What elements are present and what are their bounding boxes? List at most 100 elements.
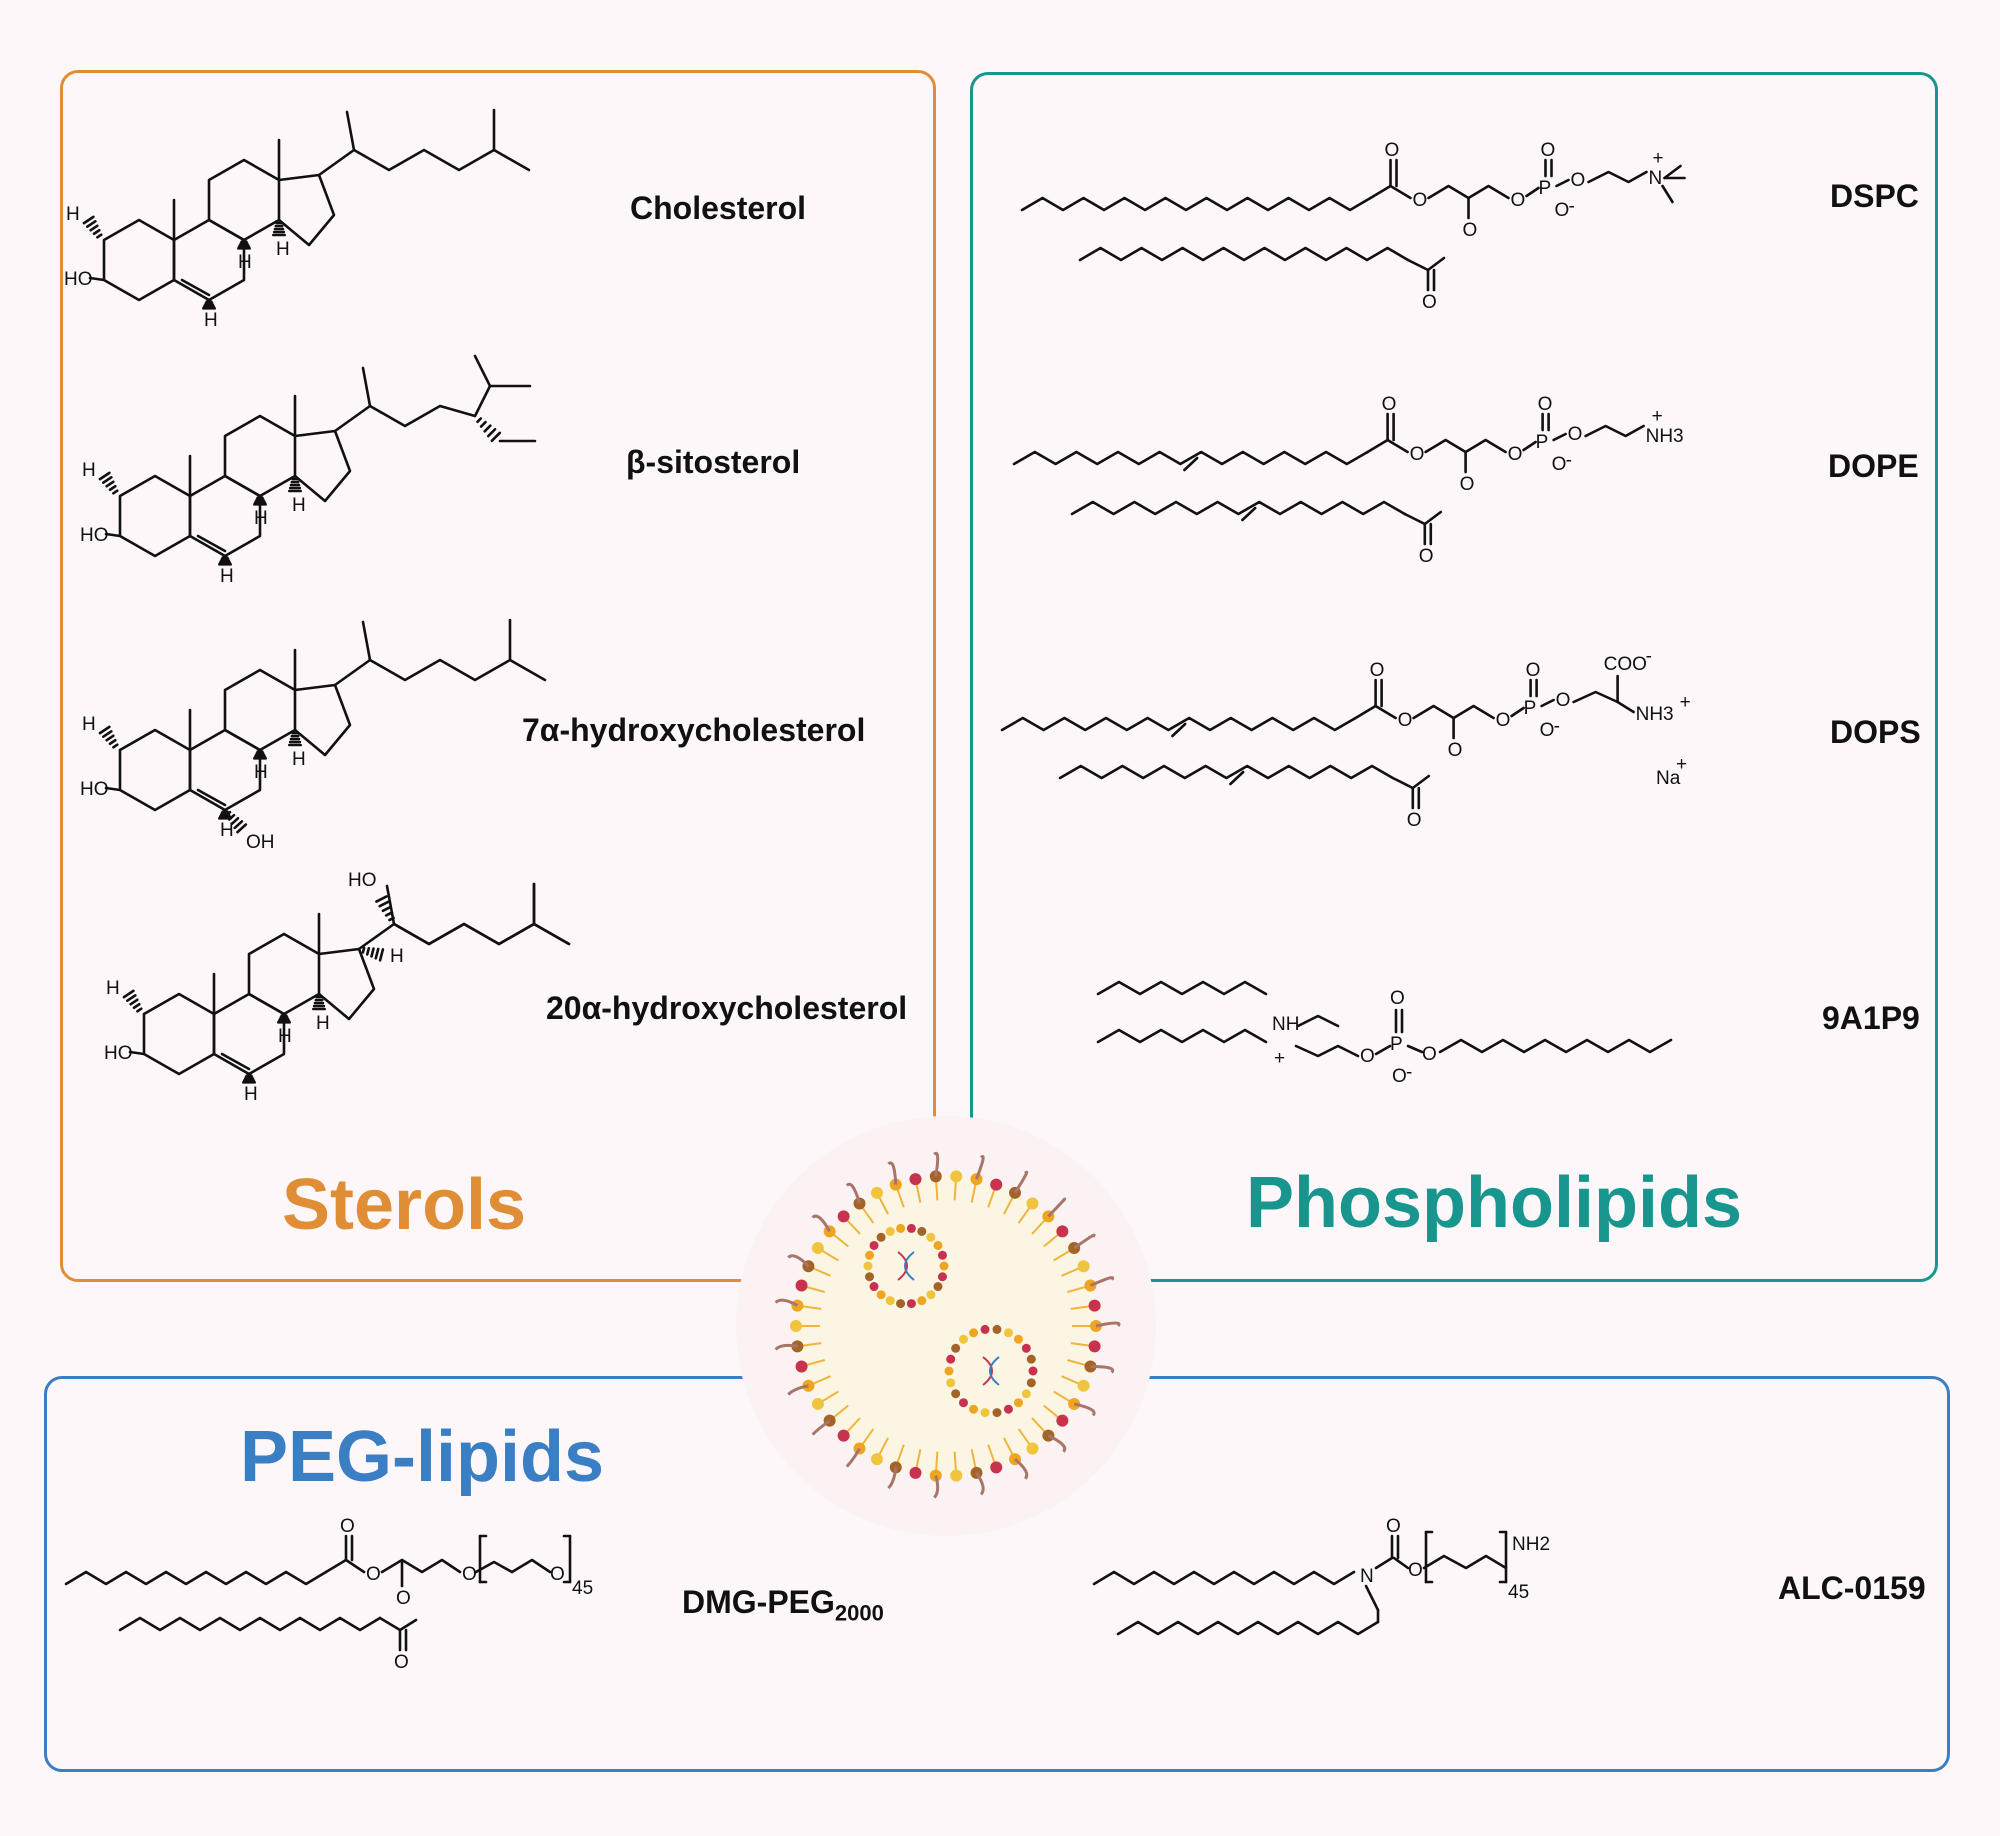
lipid-head xyxy=(1088,1340,1101,1353)
atom-label: O xyxy=(1526,660,1541,681)
peg-chain xyxy=(1090,1364,1115,1374)
atom-label: O xyxy=(1413,190,1428,211)
bond xyxy=(378,900,390,908)
peg-chain xyxy=(1047,1197,1067,1218)
inner-lipid-head xyxy=(937,1250,947,1260)
atom-label: H xyxy=(106,978,120,999)
lipid-head xyxy=(837,1429,850,1442)
bond-chain xyxy=(188,728,262,812)
bond-chain xyxy=(1294,1044,1360,1058)
bond-chain xyxy=(1427,184,1510,200)
atom-label: O xyxy=(1568,424,1583,445)
atom-label: H xyxy=(254,508,268,529)
atom-label: - xyxy=(1646,646,1652,667)
phospholipids-title: Phospholipids xyxy=(1246,1163,1742,1243)
bond xyxy=(112,743,119,749)
bond xyxy=(333,658,372,687)
inner-lipid-head xyxy=(1003,1404,1013,1414)
bond xyxy=(370,947,375,958)
atom-label: H xyxy=(66,204,80,225)
atom-label: 45 xyxy=(572,1578,593,1599)
lipid-head xyxy=(1026,1197,1039,1210)
atom-label: O xyxy=(1448,740,1463,761)
inner-lipid-head xyxy=(869,1282,879,1292)
inner-lipid-head xyxy=(906,1299,916,1309)
inner-lipid-head xyxy=(944,1366,954,1376)
bond xyxy=(196,534,227,553)
bond xyxy=(375,895,388,903)
bond xyxy=(361,366,372,408)
atom-label: O xyxy=(1370,660,1385,681)
bond xyxy=(384,911,394,917)
cholesterol-label: Cholesterol xyxy=(630,190,807,226)
atom-label: O xyxy=(550,1564,565,1585)
atom-label: O xyxy=(1541,140,1556,161)
peg-chain xyxy=(1014,1458,1029,1480)
inner-lipid-head xyxy=(926,1232,936,1242)
bond xyxy=(476,417,483,424)
lipid-head xyxy=(795,1360,808,1373)
atom-label: O xyxy=(1555,200,1570,221)
atom-label: H xyxy=(292,749,306,770)
bond xyxy=(105,734,115,742)
atom-label: - xyxy=(1566,450,1572,471)
atom-label: O xyxy=(1540,720,1555,741)
lipid-head xyxy=(870,1186,883,1199)
peg-chain xyxy=(887,1161,898,1185)
inner-lipid-head xyxy=(917,1226,927,1236)
nucleic-acid xyxy=(904,1251,915,1281)
inner-lipid-head xyxy=(1028,1366,1038,1376)
bond xyxy=(508,658,547,682)
atom-label: 45 xyxy=(1508,1582,1529,1603)
bond xyxy=(230,817,240,825)
lipid-head xyxy=(909,1466,922,1479)
bond-chain xyxy=(102,218,176,302)
atom-label: NH3 xyxy=(1636,704,1674,725)
inner-lipid-head xyxy=(980,1324,990,1334)
inner-lipid-head xyxy=(951,1343,961,1353)
peg-chain xyxy=(1095,1321,1121,1328)
lipid-head xyxy=(870,1453,883,1466)
lipid-head xyxy=(929,1170,942,1183)
bond xyxy=(378,948,385,962)
atom-label: NH2 xyxy=(1512,1534,1550,1555)
bond-chain xyxy=(293,429,352,503)
bond xyxy=(1364,1584,1380,1612)
bond xyxy=(1369,184,1392,200)
bond xyxy=(1389,184,1412,200)
sterols-title: Sterols xyxy=(282,1165,527,1245)
bond xyxy=(1386,438,1409,454)
bond xyxy=(1661,184,1674,204)
bond xyxy=(378,1616,402,1632)
7a-hydroxycholesterol-label: 7α-hydroxycholesterol xyxy=(522,712,866,748)
bond xyxy=(344,1558,366,1574)
atom-label: - xyxy=(1554,716,1560,737)
inner-lipid-head xyxy=(863,1261,873,1271)
inner-lipid-head xyxy=(969,1404,979,1414)
atom-label: O xyxy=(1360,1046,1375,1067)
bond xyxy=(1374,1044,1392,1056)
bond xyxy=(490,431,502,443)
atom-label: O xyxy=(1419,546,1434,567)
bond xyxy=(98,471,111,481)
bond-chain xyxy=(1438,1038,1673,1054)
bond xyxy=(1510,706,1525,718)
atom-label: O xyxy=(1463,220,1478,241)
peg-lipids-title: PEG-lipids xyxy=(240,1417,605,1497)
lipid-head xyxy=(1026,1442,1039,1455)
atom-label: H xyxy=(204,310,218,331)
bond-chain xyxy=(368,618,512,682)
atom-label: O xyxy=(1385,140,1400,161)
atom-label: H xyxy=(390,946,404,967)
lipid-head xyxy=(1077,1260,1090,1273)
bond-chain xyxy=(1070,500,1407,516)
atom-label: O xyxy=(1408,1560,1423,1581)
atom-label: O xyxy=(1390,988,1405,1009)
atom-label: P xyxy=(1390,1034,1403,1055)
bond-chain xyxy=(1587,170,1648,184)
peg-chain xyxy=(811,1214,831,1233)
bond xyxy=(483,424,492,433)
bond xyxy=(492,148,531,172)
